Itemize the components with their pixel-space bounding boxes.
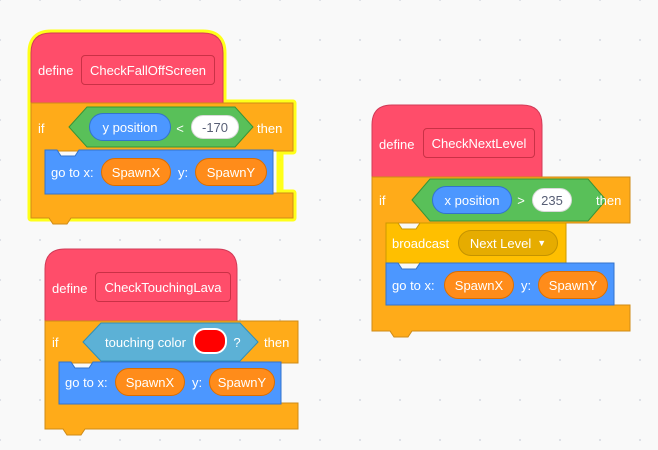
broadcast-message-label: Next Level xyxy=(469,235,532,251)
script-check-fall-off-screen[interactable]: define CheckFallOffScreen if y position … xyxy=(27,29,297,225)
greater-than-symbol: > xyxy=(517,192,525,208)
y-position-reporter[interactable]: y position xyxy=(89,113,171,141)
y-label: y: xyxy=(178,164,189,180)
go-to-label: go to x: xyxy=(65,374,108,390)
x-threshold-input[interactable]: 235 xyxy=(532,188,572,212)
broadcast-label: broadcast xyxy=(392,235,450,251)
spawny-reporter[interactable]: SpawnY xyxy=(195,158,267,186)
define-label: define xyxy=(52,280,88,296)
dropdown-arrow-icon: ▼ xyxy=(537,238,547,248)
x-position-reporter[interactable]: x position xyxy=(432,186,512,214)
spawnx-reporter[interactable]: SpawnX xyxy=(101,158,171,186)
go-to-label: go to x: xyxy=(51,164,94,180)
broadcast-message-dropdown[interactable]: Next Level ▼ xyxy=(458,230,558,256)
y-label: y: xyxy=(521,277,532,293)
define-label: define xyxy=(379,136,415,152)
procedure-name-label[interactable]: CheckFallOffScreen xyxy=(81,55,215,85)
go-to-label: go to x: xyxy=(392,277,435,293)
spawny-reporter[interactable]: SpawnY xyxy=(209,368,275,396)
then-label: then xyxy=(257,120,283,136)
y-label: y: xyxy=(192,374,203,390)
y-threshold-input[interactable]: -170 xyxy=(191,115,239,139)
then-label: then xyxy=(596,192,622,208)
lava-color-swatch[interactable] xyxy=(193,328,227,354)
then-label: then xyxy=(264,334,290,350)
procedure-name-label[interactable]: CheckTouchingLava xyxy=(95,272,231,302)
if-label: if xyxy=(379,192,386,208)
question-mark-label: ? xyxy=(233,334,241,350)
script-check-touching-lava[interactable]: define CheckTouchingLava if touching col… xyxy=(44,248,299,437)
if-label: if xyxy=(52,334,59,350)
less-than-symbol: < xyxy=(176,120,184,136)
touching-color-label: touching color xyxy=(105,334,186,350)
spawnx-reporter[interactable]: SpawnX xyxy=(115,368,185,396)
define-label: define xyxy=(38,62,74,78)
spawnx-reporter[interactable]: SpawnX xyxy=(444,271,514,299)
procedure-name-label[interactable]: CheckNextLevel xyxy=(423,128,535,158)
script-check-next-level[interactable]: define CheckNextLevel if x position > 23… xyxy=(371,104,631,338)
spawny-reporter[interactable]: SpawnY xyxy=(538,271,608,299)
if-label: if xyxy=(38,120,45,136)
